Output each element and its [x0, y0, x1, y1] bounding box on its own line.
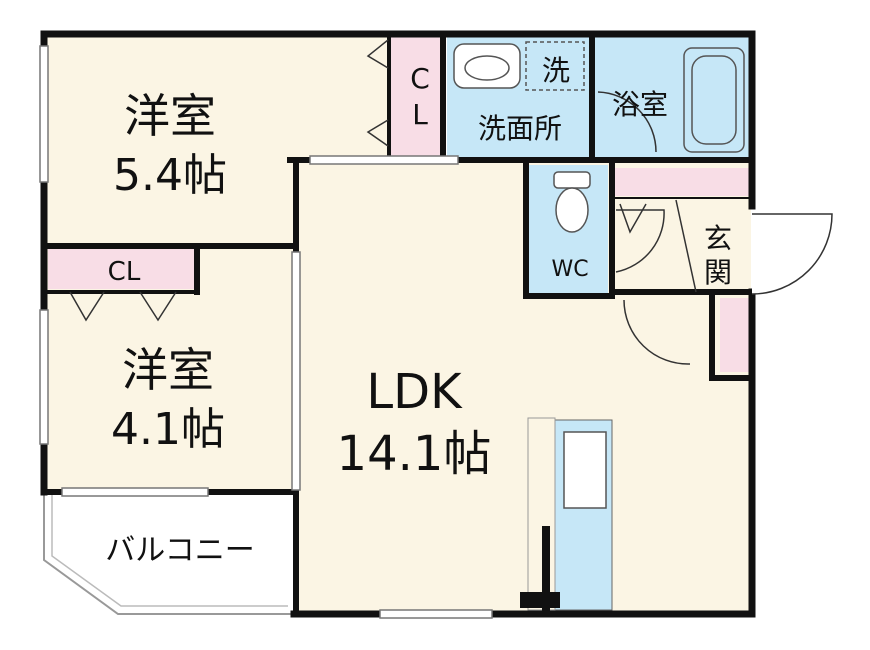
- balcony-inner-line: [51, 495, 288, 607]
- ldk-door-swing: [623, 299, 691, 365]
- balcony-label: バルコニー: [105, 533, 254, 568]
- entrance-door-swing: [751, 213, 833, 295]
- labels: 洋室 5.4帖 洋室 4.1帖 LDK 14.1帖 C L CL 洗面所 洗 浴…: [105, 54, 732, 568]
- windows: [39, 45, 493, 619]
- closet2-door-a: [69, 291, 105, 322]
- western-room-1-lower-floor: [44, 160, 294, 246]
- wash-basin-icon: [453, 43, 521, 89]
- window-room2-left: [39, 309, 49, 445]
- entrance-label-top: 玄: [704, 222, 732, 255]
- toilet-label: WC: [551, 257, 588, 282]
- entrance-label-bottom: 関: [704, 256, 732, 289]
- stove-icon: [563, 431, 607, 509]
- sliding-door-room1: [309, 155, 459, 165]
- toilet-bowl-icon: [555, 187, 589, 233]
- closet-1-label-top: C: [410, 62, 430, 95]
- western-room-1-size: 5.4帖: [113, 150, 227, 201]
- window-ldk-bottom: [379, 609, 493, 619]
- washer-space-icon: [525, 41, 585, 91]
- ldk-name: LDK: [366, 364, 463, 420]
- western-room-2-size: 4.1帖: [111, 404, 225, 455]
- toilet-tank-icon: [553, 171, 591, 189]
- shoe-closet-floor: [612, 168, 750, 196]
- bathtub-icon: [683, 47, 745, 153]
- western-room-1-name: 洋室: [124, 89, 216, 143]
- washer-label: 洗: [542, 54, 570, 87]
- toilet-door-swing: [615, 209, 665, 273]
- closet-1-floor: [390, 34, 440, 158]
- closet-2-floor: [48, 249, 194, 289]
- sliding-door-room2: [291, 251, 301, 491]
- closet1-door-a: [366, 39, 389, 69]
- closet1-door-b: [366, 119, 389, 147]
- fixtures: [453, 41, 745, 509]
- bathroom-label: 浴室: [612, 88, 668, 121]
- closet-2-label: CL: [108, 257, 141, 287]
- window-room1-left: [39, 45, 49, 183]
- entrance-closet-wall: [709, 289, 755, 381]
- window-room2-bottom: [61, 487, 209, 497]
- bathtub-inner-icon: [691, 55, 737, 145]
- washroom-label: 洗面所: [478, 112, 562, 145]
- kitchen-counter-edge: [527, 417, 556, 611]
- entrance-step: [675, 199, 697, 293]
- ldk-size: 14.1帖: [337, 426, 492, 482]
- closet2-door-b: [139, 291, 177, 322]
- doors: [69, 39, 833, 365]
- entrance-closet-floor: [720, 298, 750, 372]
- bath-door-swing: [597, 91, 657, 153]
- basin-bowl-icon: [464, 55, 510, 81]
- closet-1-label-bottom: L: [412, 98, 428, 131]
- shoe-closet-door: [619, 203, 647, 234]
- western-room-2-name: 洋室: [122, 343, 214, 397]
